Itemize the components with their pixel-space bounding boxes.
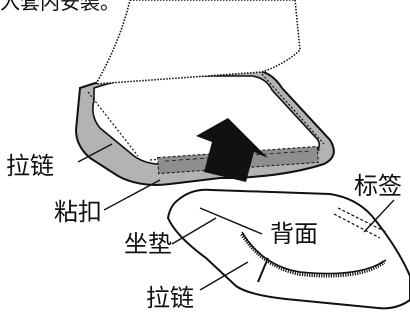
leader-velcro [103, 179, 161, 211]
zipper-stitch-right [261, 73, 325, 145]
leader-zipper-top [77, 143, 113, 163]
zipper-stitch-left [87, 91, 139, 157]
label-tag: 标签 [354, 172, 402, 200]
label-zipper-bottom: 拉链 [146, 284, 194, 312]
cushion-zipper-teeth [240, 232, 386, 278]
leader-zipper-bottom [199, 261, 249, 291]
cover-tray [74, 69, 335, 186]
tag-dashed-box [333, 207, 387, 239]
cover-flap [94, 0, 301, 85]
label-back: 背面 [270, 220, 318, 248]
label-zipper-top: 拉链 [6, 152, 54, 180]
leader-seat-cushion [171, 217, 217, 245]
label-seat-cushion: 坐垫 [124, 230, 172, 258]
cushion-body [166, 188, 410, 310]
label-velcro: 粘扣 [54, 198, 102, 226]
cushion-zipper-end [257, 257, 269, 283]
insert-arrow-icon [196, 118, 268, 182]
seat-cushion-insert [166, 188, 410, 310]
caption-fragment: 入套内安装。 [0, 0, 120, 14]
cushion-center-seam [199, 207, 263, 235]
leader-tag [363, 199, 395, 233]
